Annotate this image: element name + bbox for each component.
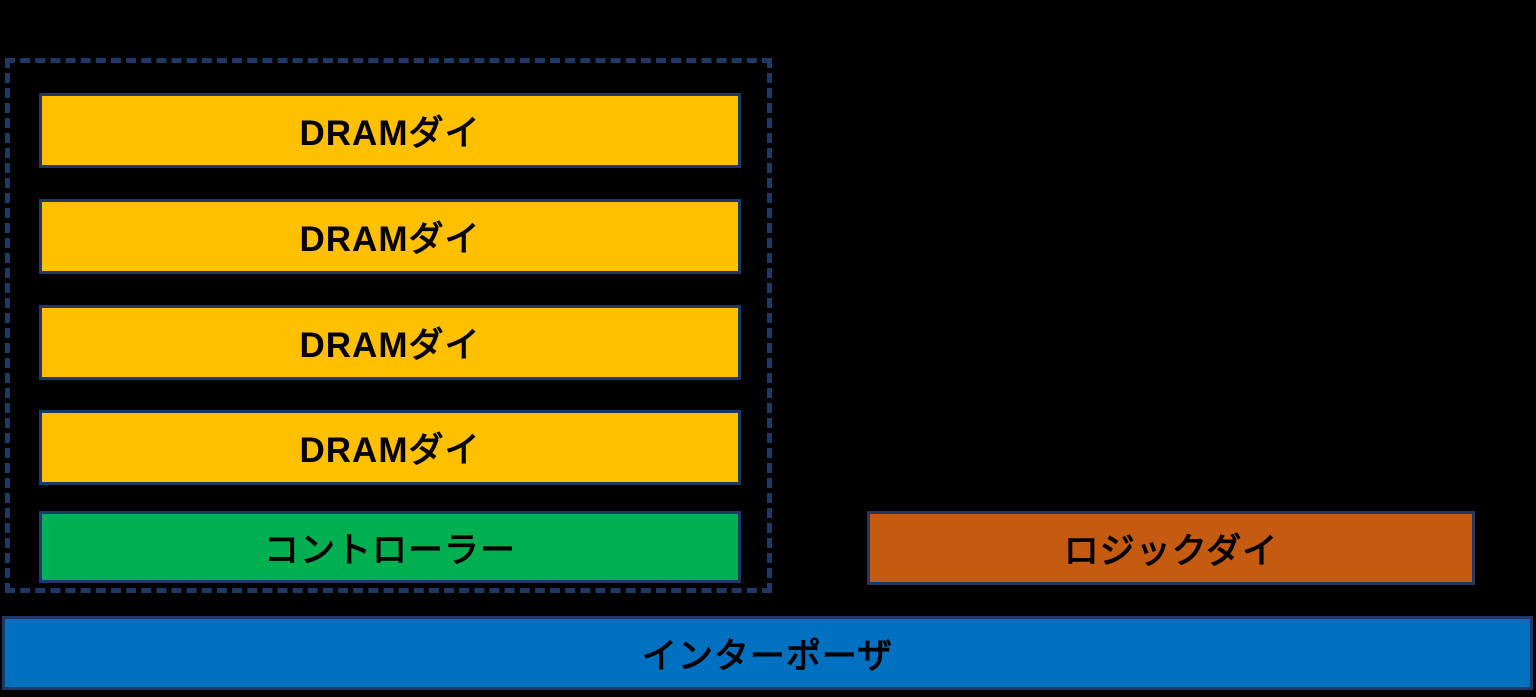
logic-die-box: ロジックダイ — [867, 511, 1475, 585]
dram-die-label: DRAMダイ — [299, 431, 481, 470]
dram-die-box-3: DRAMダイ — [39, 305, 741, 380]
dram-die-box-4: DRAMダイ — [39, 410, 741, 485]
dram-die-label: DRAMダイ — [299, 326, 481, 365]
interposer-label: インターポーザ — [641, 636, 894, 676]
dram-die-box-1: DRAMダイ — [39, 93, 741, 168]
dram-die-box-2: DRAMダイ — [39, 199, 741, 274]
controller-box: コントローラー — [39, 511, 741, 583]
controller-label: コントローラー — [263, 530, 516, 570]
dram-die-label: DRAMダイ — [299, 114, 481, 153]
logic-die-label: ロジックダイ — [1063, 531, 1279, 571]
dram-die-label: DRAMダイ — [299, 220, 481, 259]
hbm-stack-dashed-group — [5, 58, 772, 593]
interposer-bar: インターポーザ — [2, 616, 1533, 690]
